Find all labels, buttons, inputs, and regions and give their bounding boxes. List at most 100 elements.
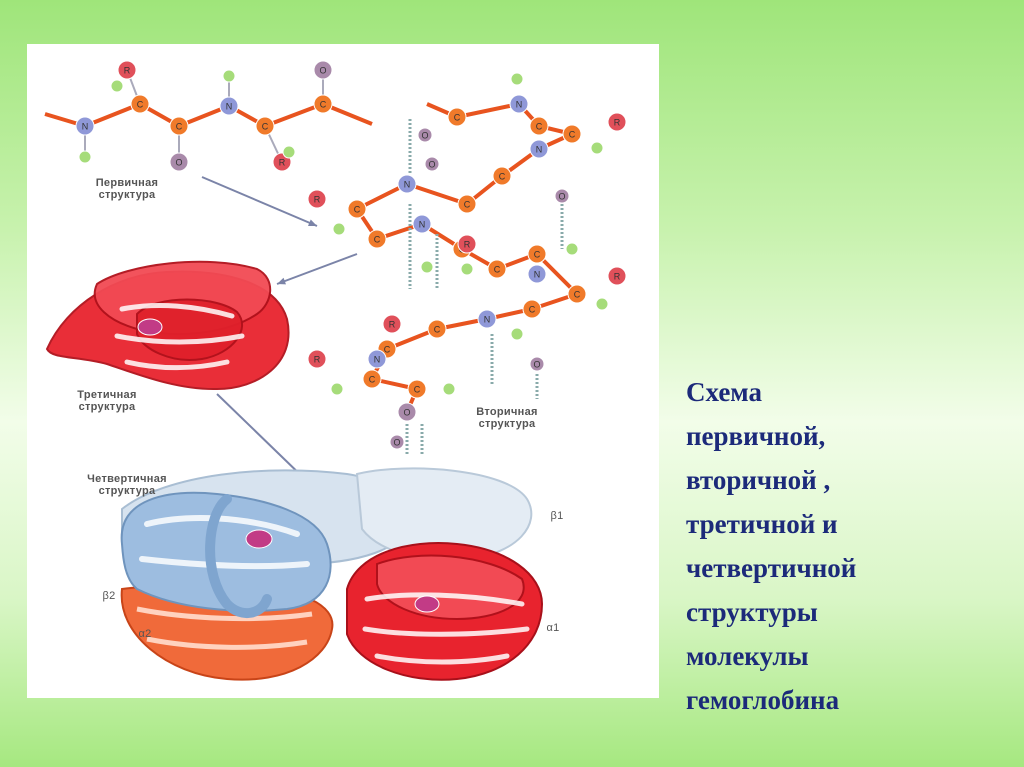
hydrogen-atom bbox=[78, 150, 92, 164]
nitrogen-atom-letter: N bbox=[374, 355, 381, 365]
label-secondary-line1: Вторичная bbox=[476, 406, 538, 418]
carbon-atom-letter: C bbox=[137, 100, 144, 110]
carbon-atom bbox=[529, 116, 549, 136]
caption-line-6: структуры bbox=[686, 597, 818, 627]
label-beta1: β1 bbox=[550, 510, 564, 522]
caption-line-5: четвертичной bbox=[686, 553, 857, 583]
carbon-atom-letter: C bbox=[529, 305, 536, 315]
arrow-line bbox=[216, 393, 311, 485]
arrowhead-icon bbox=[277, 277, 286, 285]
arrow-line bbox=[276, 253, 358, 285]
carbon-atom bbox=[255, 116, 275, 136]
carbon-atom-letter: C bbox=[262, 122, 269, 132]
label-quaternary-structure: Четвертичная структура bbox=[52, 473, 202, 497]
hydrogen-atom bbox=[442, 382, 456, 396]
carbon-atom-letter: C bbox=[176, 122, 183, 132]
radical-atom-letter: R bbox=[314, 195, 321, 205]
nitrogen-atom bbox=[397, 174, 417, 194]
nitrogen-atom bbox=[529, 139, 549, 159]
carbon-atom bbox=[567, 284, 587, 304]
radical-atom-letter: R bbox=[464, 240, 471, 250]
nitrogen-atom-letter: N bbox=[82, 122, 89, 132]
carbon-atom-letter: C bbox=[320, 100, 327, 110]
carbon-atom-letter: C bbox=[434, 325, 441, 335]
label-secondary-structure: Вторичная структура bbox=[447, 406, 567, 430]
hemoglobin-structure-diagram: NRCCONCRCOCNCCNCCNCCNCCCNCCNCCNCCORRRRRR… bbox=[44, 60, 627, 681]
radical-atom-letter: R bbox=[124, 66, 131, 76]
hydrogen-atom bbox=[590, 141, 604, 155]
nitrogen-atom bbox=[219, 96, 239, 116]
hydrogen-atom bbox=[110, 79, 124, 93]
caption-line-4: третичной и bbox=[686, 509, 838, 539]
carbon-atom bbox=[313, 94, 333, 114]
label-secondary-line2: структура bbox=[478, 418, 536, 430]
radical-atom bbox=[307, 349, 327, 369]
label-alpha2: α2 bbox=[138, 628, 152, 640]
ribbon-highlight bbox=[139, 556, 310, 570]
carbon-atom-letter: C bbox=[414, 385, 421, 395]
hydrogen-atom bbox=[510, 327, 524, 341]
nitrogen-atom-letter: N bbox=[484, 315, 491, 325]
oxygen-atom bbox=[389, 434, 405, 450]
carbon-atom bbox=[447, 107, 467, 127]
carbon-atom bbox=[347, 199, 367, 219]
carbon-atom bbox=[367, 229, 387, 249]
carbon-atom bbox=[427, 319, 447, 339]
hydrogen-atom bbox=[510, 72, 524, 86]
oxygen-atom bbox=[554, 188, 570, 204]
oxygen-atom-letter: O bbox=[393, 438, 400, 448]
carbon-atom-letter: C bbox=[374, 235, 381, 245]
heme-group-icon bbox=[137, 318, 163, 336]
nitrogen-atom-letter: N bbox=[516, 100, 523, 110]
nitrogen-atom-letter: N bbox=[419, 220, 426, 230]
radical-atom bbox=[607, 112, 627, 132]
hydrogen-atom bbox=[595, 297, 609, 311]
label-quaternary-line2: структура bbox=[98, 485, 156, 497]
hydrogen-atom bbox=[332, 222, 346, 236]
oxygen-atom-letter: O bbox=[403, 408, 410, 418]
bond-line bbox=[44, 102, 373, 128]
oxygen-atom bbox=[424, 156, 440, 172]
nitrogen-atom-letter: N bbox=[534, 270, 541, 280]
carbon-atom-letter: C bbox=[536, 122, 543, 132]
caption-line-8: гемоглобина bbox=[686, 685, 840, 715]
ribbon-loop bbox=[205, 494, 272, 618]
carbon-atom bbox=[457, 194, 477, 214]
label-tertiary-line1: Третичная bbox=[77, 389, 137, 401]
carbon-atom bbox=[527, 244, 547, 264]
ribbon-highlight bbox=[146, 636, 308, 650]
ribbon-highlight bbox=[374, 653, 510, 665]
radical-atom bbox=[117, 60, 137, 80]
label-quaternary-line1: Четвертичная bbox=[87, 473, 167, 485]
oxygen-atom-letter: O bbox=[558, 192, 565, 202]
caption-line-1: Схема bbox=[686, 377, 763, 407]
carbon-atom-letter: C bbox=[494, 265, 501, 275]
carbon-atom-letter: C bbox=[499, 172, 506, 182]
figure-panel: NRCCONCRCOCNCCNCCNCCNCCCNCCNCCNCCORRRRRR… bbox=[27, 44, 659, 698]
radical-atom-letter: R bbox=[279, 158, 286, 168]
radical-atom bbox=[607, 266, 627, 286]
hydrogen-atom bbox=[222, 69, 236, 83]
radical-atom-letter: R bbox=[389, 320, 396, 330]
carbon-atom bbox=[169, 116, 189, 136]
tertiary-structure-ribbon bbox=[45, 260, 290, 391]
carbon-atom bbox=[130, 94, 150, 114]
carbon-atom bbox=[407, 379, 427, 399]
ribbon-highlight bbox=[124, 359, 230, 371]
oxygen-atom bbox=[169, 152, 189, 172]
heme-group-icon bbox=[245, 529, 273, 549]
nitrogen-atom-letter: N bbox=[404, 180, 411, 190]
oxygen-atom-letter: O bbox=[319, 66, 326, 76]
nitrogen-atom bbox=[412, 214, 432, 234]
hydrogen-atom bbox=[282, 145, 296, 159]
nitrogen-atom bbox=[527, 264, 547, 284]
label-primary-line2: структура bbox=[98, 189, 156, 201]
oxygen-atom-letter: O bbox=[175, 158, 182, 168]
oxygen-atom bbox=[529, 356, 545, 372]
caption-line-7: молекулы bbox=[686, 641, 809, 671]
carbon-atom bbox=[522, 299, 542, 319]
caption-line-3: вторичной , bbox=[686, 465, 831, 495]
nitrogen-atom-letter: N bbox=[226, 102, 233, 112]
quaternary-structure-ribbon bbox=[120, 467, 544, 681]
radical-atom bbox=[457, 234, 477, 254]
